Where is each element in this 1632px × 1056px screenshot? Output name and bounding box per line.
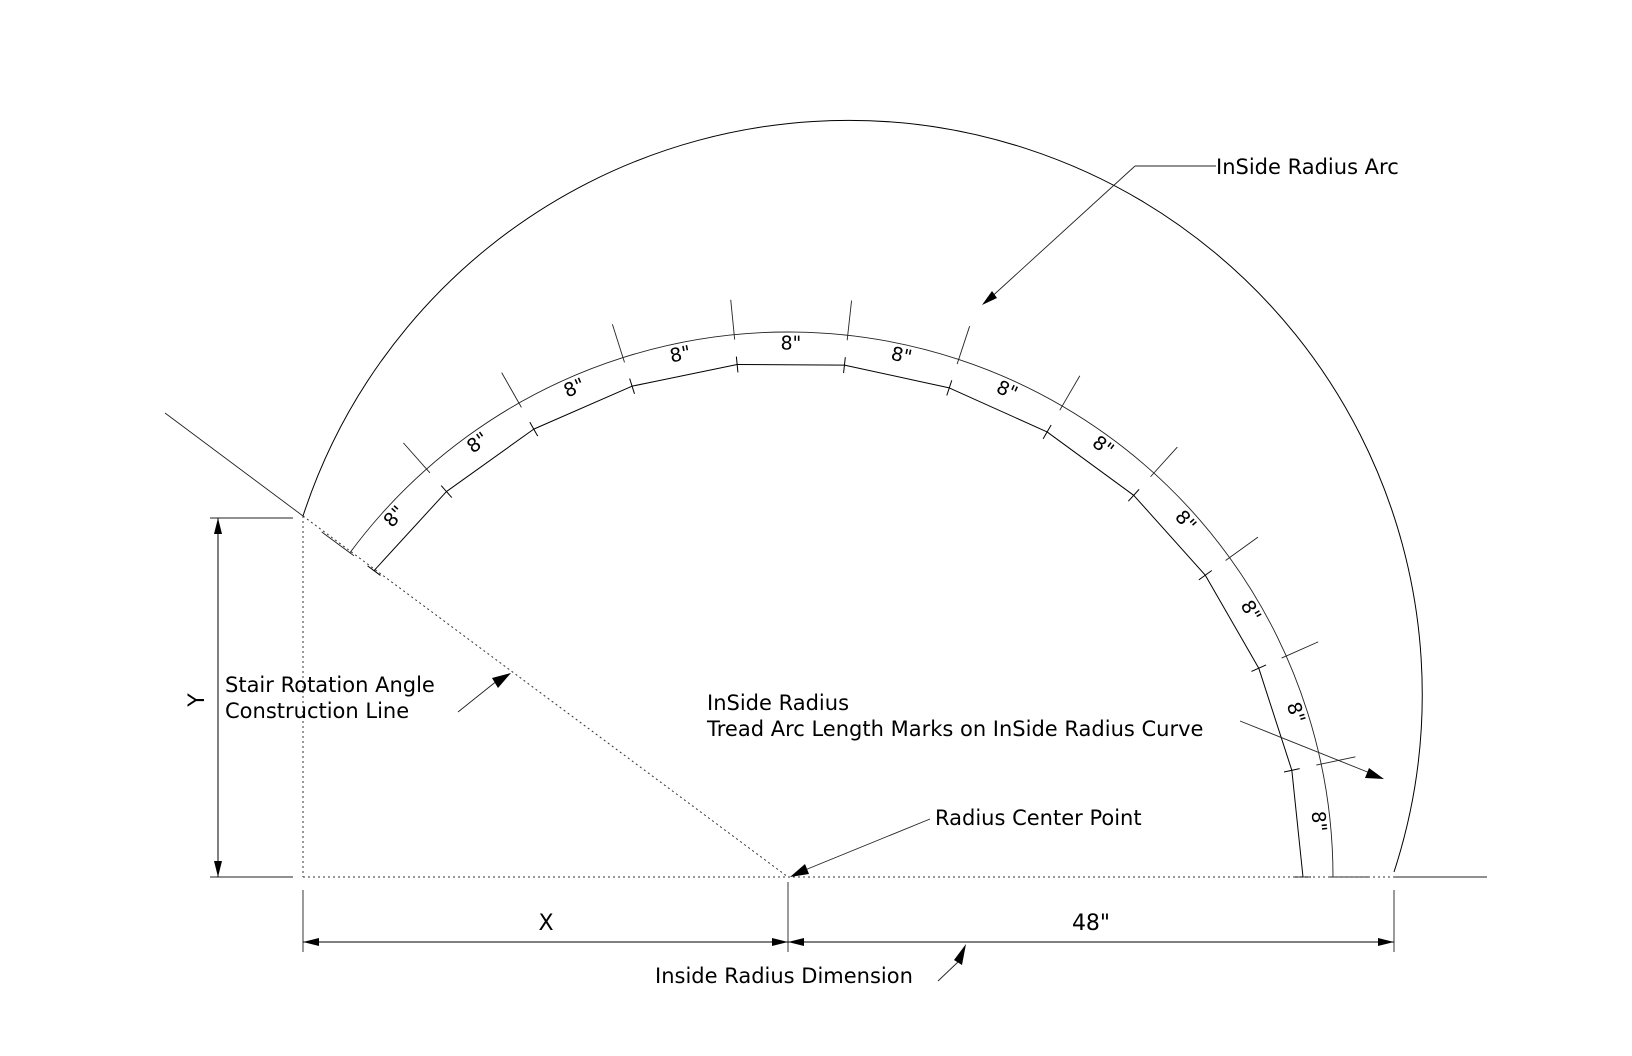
tread-segment-label: 8" xyxy=(560,374,588,402)
inside-radius-arc-label: InSide Radius Arc xyxy=(1216,155,1399,179)
tread-mark-tick xyxy=(629,378,635,394)
tread-dimension-chord xyxy=(1046,431,1135,496)
start-extension-line xyxy=(164,412,304,517)
stair-rotation-arrow xyxy=(492,673,511,688)
y-dimension-label: Y xyxy=(185,693,210,708)
radius-arrow-left xyxy=(788,938,804,946)
tread-dimension-chord xyxy=(373,491,447,572)
tread-dimension-chord xyxy=(1204,574,1260,669)
tread-dimension-chord xyxy=(1133,494,1206,576)
tread-arc-marks-label: Tread Arc Length Marks on InSide Radius … xyxy=(706,717,1203,741)
tread-arc-marks-leader xyxy=(1239,720,1371,774)
tread-mark-tick xyxy=(735,356,739,373)
tread-segment-label: 8" xyxy=(1170,506,1200,536)
tread-dimension-chord xyxy=(1291,770,1304,878)
tread-dimension-chord xyxy=(631,364,738,387)
tread-dimension-chord xyxy=(949,387,1048,433)
tread-dimension-chord xyxy=(533,385,633,430)
tread-mark-tick xyxy=(367,565,381,576)
inside-radius-dimension-label: Inside Radius Dimension xyxy=(655,964,913,988)
radius-dimension-label: 48" xyxy=(1072,911,1110,936)
inside-radius-dimension-arrow xyxy=(954,944,966,965)
tread-segment-label: 8" xyxy=(1282,699,1309,726)
tread-radial-tick xyxy=(1316,756,1356,766)
inside-radius-arc-arrow xyxy=(982,291,997,305)
tread-mark-tick xyxy=(1251,664,1267,672)
tread-radial-tick xyxy=(730,299,736,340)
tread-dimension-chord xyxy=(844,364,950,389)
tread-ticks xyxy=(321,299,1368,878)
tread-radial-tick xyxy=(1225,536,1259,561)
tread-segment-labels: 8" 8" 8" 8" 8" 8" 8" 8" 8" 8" 8" 8" xyxy=(379,332,1330,833)
tread-arc-marks-arrow xyxy=(1365,768,1384,779)
tread-mark-tick xyxy=(1198,570,1213,581)
tread-segment-label: 8" xyxy=(1088,431,1118,461)
stair-rotation-leader xyxy=(457,679,499,713)
tread-dimension-chord xyxy=(737,364,845,366)
inside-radius-dimension-leader xyxy=(937,961,959,982)
tread-mark-tick xyxy=(1042,424,1052,440)
x-dimension-label: X xyxy=(538,911,553,936)
y-dimension-arrow-top xyxy=(214,518,222,534)
tread-radial-tick xyxy=(321,531,355,557)
radius-center-arrow xyxy=(790,864,809,877)
tread-segment-label: 8" xyxy=(1307,810,1331,833)
tread-radial-tick xyxy=(1150,446,1178,478)
tread-radial-tick xyxy=(403,442,431,474)
tread-radial-tick xyxy=(501,372,522,408)
stair-rotation-construction-line xyxy=(302,515,789,878)
tread-segment-label: 8" xyxy=(1236,597,1265,626)
tread-mark-tick xyxy=(529,421,539,437)
tread-dimension-arcs xyxy=(349,331,1334,878)
x-arrow-left xyxy=(303,938,319,946)
outer-arc-echo xyxy=(349,331,1334,878)
tread-segment-label: 8" xyxy=(889,343,914,369)
inside-radius-arc xyxy=(302,119,1423,873)
tread-segment-label: 8" xyxy=(993,376,1021,405)
tread-mark-tick xyxy=(1283,768,1300,773)
tread-dimension-chord xyxy=(446,428,535,492)
tread-mark-tick xyxy=(843,357,846,374)
tread-mark-tick xyxy=(440,485,453,498)
stair-rotation-label-line1: Stair Rotation Angle xyxy=(225,673,435,697)
tread-segment-label: 8" xyxy=(668,342,693,368)
tread-radial-tick xyxy=(956,326,971,365)
radius-center-point-label: Radius Center Point xyxy=(935,806,1142,830)
stair-rotation-label-line2: Construction Line xyxy=(225,699,409,723)
radius-center-leader xyxy=(804,818,931,871)
tread-radial-tick xyxy=(846,300,853,341)
x-arrow-right xyxy=(772,938,788,946)
inside-radius-arc-leader-diag xyxy=(986,165,1136,302)
tread-segment-label: 8" xyxy=(379,502,409,532)
radius-arrow-right xyxy=(1378,938,1394,946)
tread-mark-tick xyxy=(946,380,953,396)
y-dimension-arrow-bottom xyxy=(214,861,222,877)
tread-radial-tick xyxy=(1059,375,1081,411)
tread-dimension-chord xyxy=(1258,668,1293,771)
tread-mark-tick xyxy=(1127,489,1140,502)
tread-radial-tick xyxy=(1281,641,1319,659)
tread-segment-label: 8" xyxy=(463,428,493,458)
inside-radius-label: InSide Radius xyxy=(707,691,849,715)
tread-segment-label: 8" xyxy=(780,332,801,354)
tread-radial-tick xyxy=(611,324,625,363)
